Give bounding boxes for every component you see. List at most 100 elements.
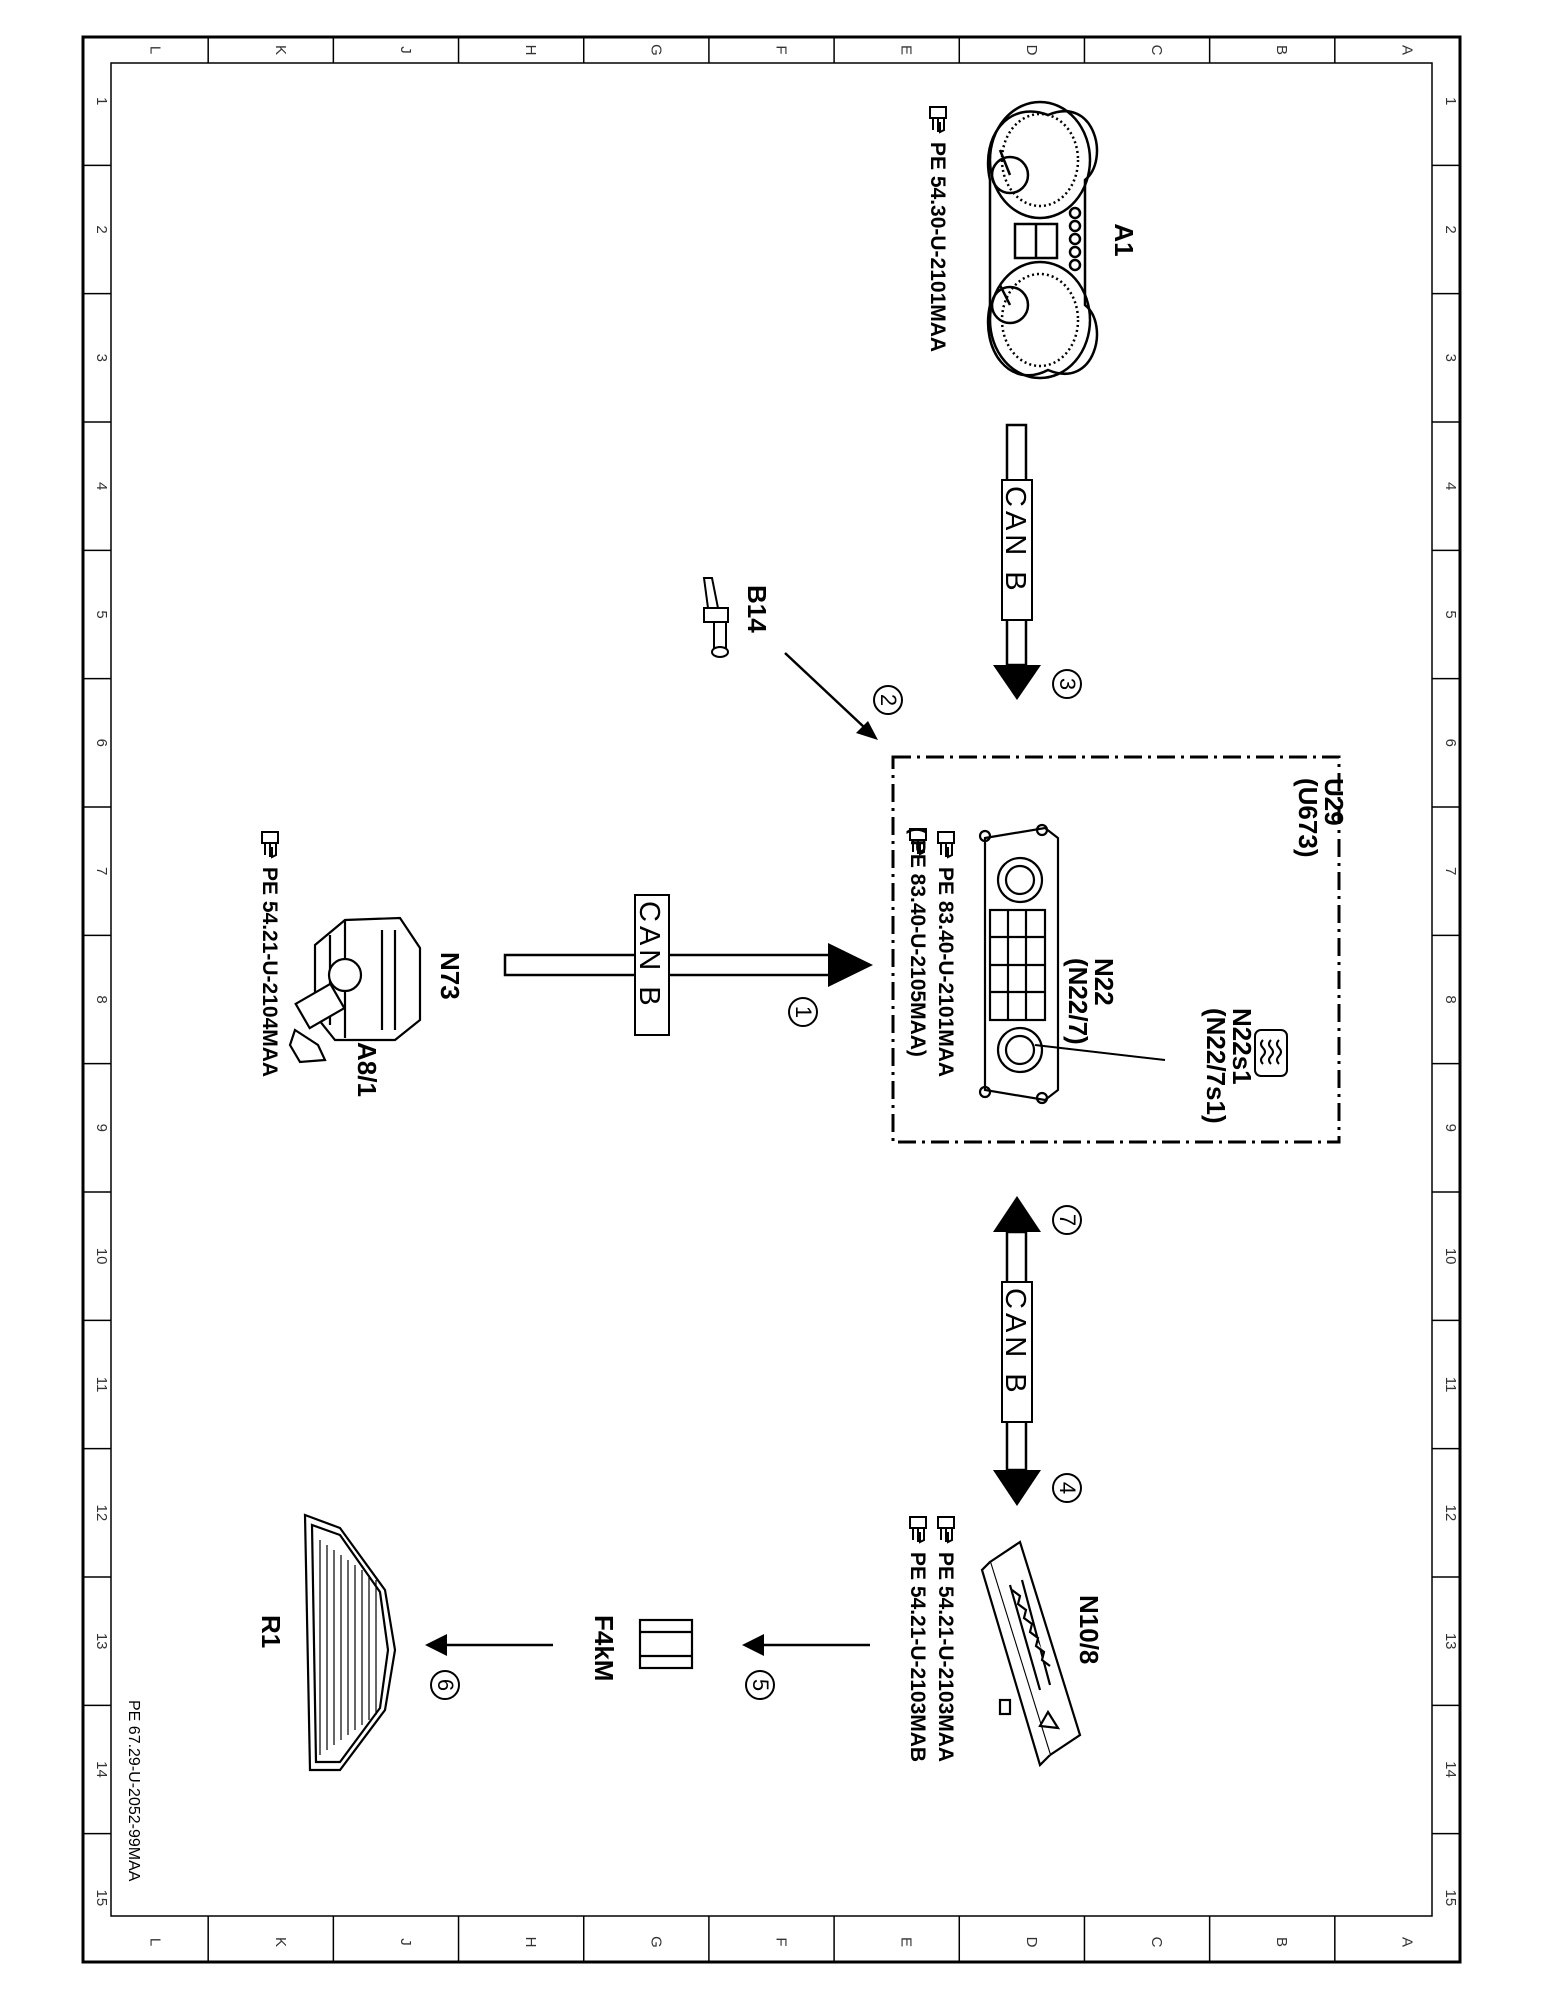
- steering-lock-switch-icon: [288, 916, 422, 1064]
- grid-column-label: A: [1398, 45, 1415, 55]
- can-b-label-box-3: [1001, 479, 1033, 621]
- n22s1-label: N22s1: [1227, 1008, 1257, 1085]
- grid-row-label: 4: [1442, 482, 1459, 490]
- u29-label: U29: [1319, 778, 1349, 826]
- grid-row-label: 14: [93, 1761, 110, 1778]
- grid-row-label: 1: [1442, 97, 1459, 105]
- grid-row-label: 13: [93, 1633, 110, 1650]
- n108-reference-2: PE 54.21-U-2103MAB: [906, 1552, 929, 1762]
- a1-reference: PE 54.30-U-2101MAA: [926, 142, 949, 352]
- grid-column-label: L: [147, 1938, 164, 1946]
- signal-3-marker: [1052, 669, 1082, 699]
- u29-module-boundary: [891, 755, 1341, 1144]
- book-reference-icon: [937, 831, 955, 858]
- can-b-label-box-7-4: [1001, 1281, 1033, 1423]
- grid-column-label: D: [1023, 1937, 1040, 1948]
- relay-icon: [638, 1618, 694, 1670]
- grid-column-label: J: [397, 1938, 414, 1946]
- n108-label: N10/8: [1074, 1595, 1104, 1664]
- grid-column-label: C: [1148, 1937, 1165, 1948]
- grid-column-label: B: [1273, 45, 1290, 55]
- grid-column-label: B: [1273, 1937, 1290, 1947]
- signal-5-number: 5: [748, 1679, 773, 1691]
- arrow-4-head: [993, 1470, 1041, 1506]
- signal-4-marker: [1052, 1473, 1082, 1503]
- grid-row-label: 7: [93, 867, 110, 875]
- grid-row-label: 5: [93, 610, 110, 618]
- b14-label: B14: [742, 585, 772, 633]
- n108-reference-1: PE 54.21-U-2103MAA: [934, 1552, 957, 1762]
- grid-row-label: 12: [1442, 1504, 1459, 1521]
- grid-row-label: 14: [1442, 1761, 1459, 1778]
- grid-row-label: 11: [1442, 1377, 1459, 1393]
- grid-row-label: 1: [93, 97, 110, 105]
- document-id: PE 67.29-U-2052-99MAA: [125, 1700, 142, 1882]
- grid-row-label: 15: [93, 1889, 110, 1906]
- grid-column-label: D: [1023, 45, 1040, 56]
- outer-frame: [81, 35, 1462, 1964]
- signal-2-marker: [873, 685, 903, 715]
- book-reference-icon: [261, 831, 279, 858]
- n22-sub-label: (N22/7): [1063, 958, 1093, 1045]
- n22s1-sub-label: (N22/7s1): [1201, 1008, 1231, 1124]
- signal-6-number: 6: [433, 1679, 458, 1691]
- signal-1-marker: [788, 997, 818, 1027]
- grid-row-label: 13: [1442, 1633, 1459, 1650]
- grid-row-label: 2: [93, 225, 110, 233]
- grid-row-label: 8: [93, 995, 110, 1003]
- signal-1-number: 1: [791, 1006, 816, 1018]
- climate-control-unit-icon: [978, 823, 1060, 1105]
- u29-sub-label: (U673): [1293, 778, 1323, 857]
- f4km-label: F4kM: [589, 1615, 619, 1681]
- grid-row-label: 5: [1442, 610, 1459, 618]
- can-b-label-1: CAN B: [633, 901, 665, 1010]
- signal-5-marker: [745, 1670, 775, 1700]
- grid-row-label: 11: [93, 1377, 110, 1393]
- arrow-6-head: [425, 1634, 447, 1656]
- grid-column-label: A: [1398, 1937, 1415, 1947]
- r1-label: R1: [256, 1615, 286, 1648]
- grid-row-label: 12: [93, 1504, 110, 1521]
- grid-column-label: F: [773, 1937, 790, 1946]
- grid-column-label: E: [898, 1937, 915, 1947]
- signal-7-marker: [1052, 1205, 1082, 1235]
- sam-control-unit-icon: [980, 1540, 1082, 1768]
- signal-2-number: 2: [876, 694, 901, 706]
- grid-column-label: C: [1148, 45, 1165, 56]
- arrow-2-head: [856, 721, 878, 740]
- book-reference-icon: [929, 106, 947, 133]
- grid-row-label: 9: [1442, 1124, 1459, 1132]
- grid-row-label: 3: [93, 354, 110, 362]
- grid-column-label: J: [397, 46, 414, 54]
- grid-row-label: 8: [1442, 995, 1459, 1003]
- book-reference-icon: [937, 1516, 955, 1543]
- can-b-label-7-4: CAN B: [999, 1288, 1031, 1397]
- grid-row-label: 3: [1442, 354, 1459, 362]
- grid-row-label: 15: [1442, 1889, 1459, 1906]
- inner-frame: [110, 62, 1433, 1917]
- grid-column-label: L: [147, 46, 164, 54]
- signal-6-marker: [430, 1670, 460, 1700]
- signal-7-number: 7: [1055, 1214, 1080, 1226]
- can-b-label-box-1: [634, 894, 670, 1036]
- a81-label: A8/1: [352, 1042, 382, 1097]
- signal-3-number: 3: [1055, 678, 1080, 690]
- grid-column-label: K: [272, 1937, 289, 1947]
- grid-row-label: 10: [1442, 1248, 1459, 1265]
- heated-rear-window-icon: [303, 1513, 397, 1772]
- rear-window-heater-symbol-icon: [1254, 1029, 1288, 1077]
- grid-column-label: F: [773, 45, 790, 54]
- book-reference-icon: [909, 1516, 927, 1543]
- grid-row-label: 9: [93, 1124, 110, 1132]
- a1-label: A1: [1109, 223, 1139, 256]
- signal-4-number: 4: [1055, 1482, 1080, 1494]
- grid-column-label: E: [898, 45, 915, 55]
- grid-row-label: 2: [1442, 225, 1459, 233]
- arrow-7-head: [993, 1196, 1041, 1232]
- arrow-2-line: [784, 652, 866, 729]
- n73-reference: PE 54.21-U-2104MAA: [258, 867, 281, 1077]
- n73-label: N73: [435, 952, 465, 1000]
- grid-column-label: K: [272, 45, 289, 55]
- grid-row-label: 6: [1442, 739, 1459, 747]
